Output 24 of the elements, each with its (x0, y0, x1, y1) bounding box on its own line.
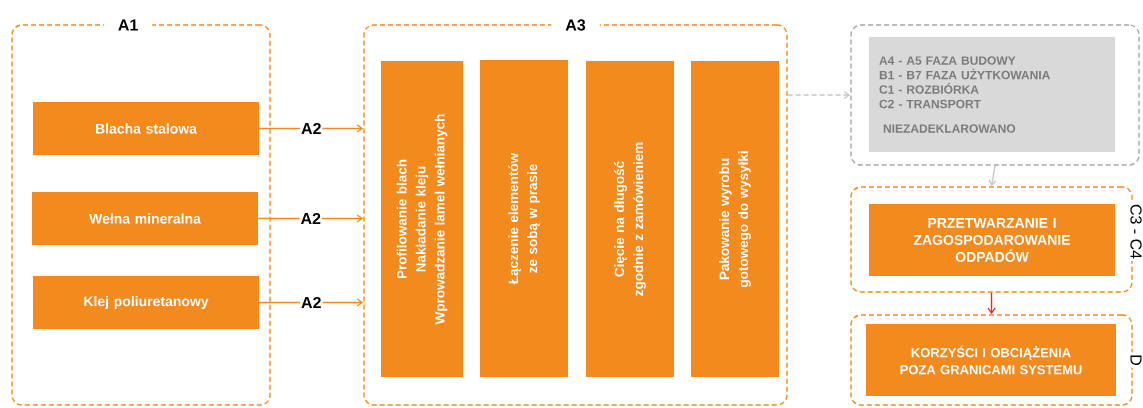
dashed-frame (850, 24, 1140, 166)
section-heading: A1 (103, 18, 153, 32)
edge-label: A2 (300, 295, 323, 310)
arrow (787, 90, 851, 100)
arrow (988, 165, 997, 187)
process-box: KORZYŚCI I OBCIĄŻENIA POZA GRANICAMI SYSTEMU (866, 324, 1116, 396)
process-box: Pakowanie wyrobu gotowego do wysyłki (691, 61, 779, 377)
info-box: A4 - A5 FAZA BUDOWY B1 - B7 FAZA UŻYTKOWANIA C1 - ROZBIÓRKA C2 - TRANSPORT NIEZADEKLAROWANO (869, 37, 1115, 152)
arrow (987, 292, 996, 315)
process-box: Wełna mineralna (32, 192, 258, 245)
section-heading: C3 - C4 (1128, 201, 1143, 262)
edge-label: A2 (300, 121, 323, 136)
process-box: Profilowanie blach Nakładanie kleju Wprowadzanie lamel wełnianych (381, 61, 463, 377)
section-heading: D (1128, 352, 1143, 368)
arrow (258, 298, 364, 307)
edge-label: A2 (299, 211, 322, 226)
process-box: Blacha stalowa (33, 102, 259, 155)
arrow (257, 214, 364, 223)
arrow (258, 124, 364, 133)
process-box: Cięcie na długość zgodnie z zamówieniem (586, 61, 674, 377)
process-box: Łączenie elementów ze sobą w prasie (480, 60, 568, 377)
section-heading: A3 (551, 18, 600, 32)
process-box: PRZETWARZANIE I ZAGOSPODAROWANIE ODPADÓW (869, 204, 1115, 276)
process-box: Klej poliuretanowy (33, 276, 259, 329)
